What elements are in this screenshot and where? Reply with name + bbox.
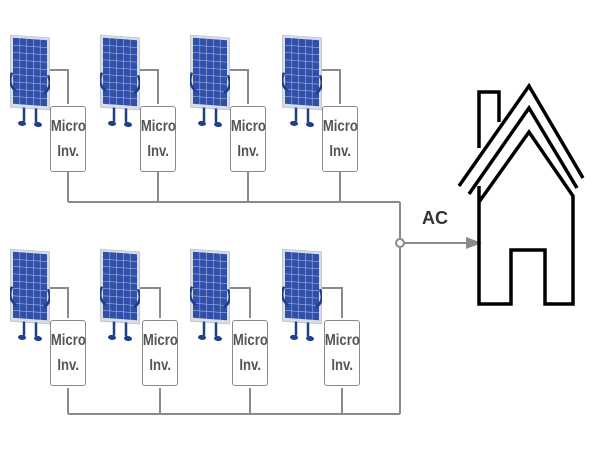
wire-panel-6 bbox=[138, 287, 161, 318]
wire-panel-4 bbox=[318, 69, 341, 104]
wire-panel-5 bbox=[48, 287, 69, 318]
inverter-label-line2: Inv. bbox=[239, 357, 261, 374]
solar-panel-icon bbox=[10, 34, 50, 130]
micro-inverter: Micro Inv. bbox=[140, 106, 176, 172]
inverter-label-line1: Micro bbox=[232, 332, 268, 349]
ac-label: AC bbox=[422, 208, 448, 228]
inverter-label-line2: Inv. bbox=[57, 143, 79, 160]
wire-panel-1 bbox=[48, 69, 69, 104]
wire-panel-8 bbox=[318, 287, 343, 318]
solar-panel-icon bbox=[100, 248, 140, 344]
solar-panel-icon bbox=[282, 248, 322, 344]
solar-panel-icon bbox=[100, 34, 140, 130]
inverter-label-line1: Micro bbox=[140, 118, 176, 135]
inverter-label-line1: Micro bbox=[50, 118, 86, 135]
solar-panel-icon bbox=[282, 34, 322, 130]
inverter-label-line2: Inv. bbox=[331, 357, 353, 374]
micro-inverter: Micro Inv. bbox=[324, 320, 360, 386]
micro-inverter: Micro Inv. bbox=[50, 320, 86, 386]
inverter-label-line2: Inv. bbox=[329, 143, 351, 160]
micro-inverter: Micro Inv. bbox=[230, 106, 266, 172]
inverter-label-line1: Micro bbox=[324, 332, 360, 349]
micro-inverter: Micro Inv. bbox=[322, 106, 358, 172]
roof-inner bbox=[467, 104, 579, 196]
junction-node bbox=[395, 238, 405, 248]
micro-inverter: Micro Inv. bbox=[50, 106, 86, 172]
micro-inverter: Micro Inv. bbox=[142, 320, 178, 386]
inverter-label-line2: Inv. bbox=[147, 143, 169, 160]
inverter-label-line2: Inv. bbox=[149, 357, 171, 374]
house-walls bbox=[477, 128, 575, 306]
inverter-label-line1: Micro bbox=[50, 332, 86, 349]
solar-panel-icon bbox=[190, 248, 230, 344]
wire-panel-7 bbox=[228, 287, 251, 318]
inverter-label-line2: Inv. bbox=[237, 143, 259, 160]
house-icon bbox=[457, 82, 585, 306]
inverter-label-line1: Micro bbox=[322, 118, 358, 135]
wire-panel-2 bbox=[138, 69, 159, 104]
inverter-label-line2: Inv. bbox=[57, 357, 79, 374]
solar-panel-icon bbox=[10, 248, 50, 344]
ac-arrowhead bbox=[466, 237, 482, 249]
solar-panel-icon bbox=[190, 34, 230, 130]
roof-outer bbox=[457, 82, 585, 188]
wire-panel-3 bbox=[228, 69, 249, 104]
inverter-label-line1: Micro bbox=[142, 332, 178, 349]
micro-inverter: Micro Inv. bbox=[232, 320, 268, 386]
inverter-label-line1: Micro bbox=[230, 118, 266, 135]
chimney bbox=[477, 90, 501, 148]
